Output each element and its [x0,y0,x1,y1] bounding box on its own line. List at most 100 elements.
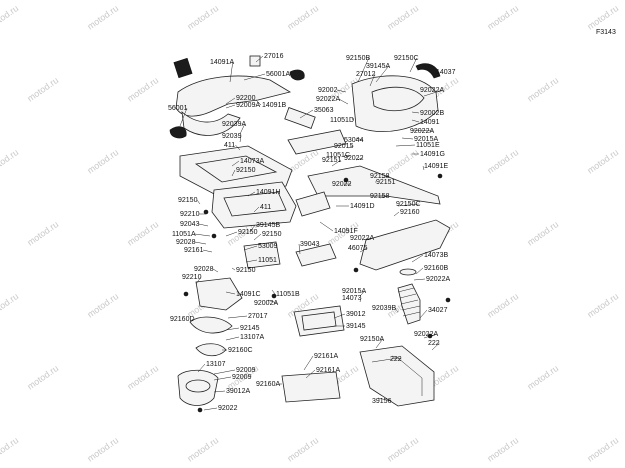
leader-line [415,267,424,275]
leader-line [355,137,364,141]
part-label: 92039A [222,121,246,128]
leader-line [305,369,316,379]
leader-line [409,57,418,73]
part-label: 53009 [258,243,278,250]
leader-line [198,223,209,227]
steering-cover-window [371,86,425,112]
part-label: 92150 [236,267,256,274]
bracket-shape [287,129,347,155]
oval-cover-shape [189,316,233,334]
part-label: 92151 [322,157,342,164]
part-label: 92022A [420,87,444,94]
leader-line [359,247,368,253]
leader-line [375,338,383,349]
part-label: 92022 [344,155,364,162]
leader-line [189,318,193,323]
part-label: 14091E [424,163,448,170]
leader-line [351,117,354,121]
leader-line [255,99,262,106]
part-label: 92015A [414,136,438,143]
leader-line [431,342,440,351]
leader-line [411,254,424,263]
part-label: 92009A [236,102,260,109]
part-label: 92039 [222,133,242,140]
leader-line [225,327,240,331]
leader-line [393,211,400,217]
part-label: 222 [390,356,402,363]
part-label: 11051E [416,142,440,149]
part-label: 92160C [228,347,253,354]
bellows-hose-shape [397,283,421,325]
bolts [183,173,451,413]
part-label: 222 [428,340,440,347]
leader-line [419,309,428,319]
watermark-text: motod.ru [185,3,220,32]
watermark-text: motod.ru [485,147,520,176]
mirror-left-shape [169,126,187,139]
watermark-text: motod.ru [585,435,620,464]
part-label: 92150C [394,55,419,62]
clip-shape [295,191,331,217]
part-label: 39145 [346,323,366,330]
watermark-text: motod.ru [85,147,120,176]
leader-line [369,73,376,87]
part-label: 92028 [176,239,196,246]
part-label: 14091A [210,59,234,66]
leader-line [359,290,365,297]
leader-line [196,199,201,205]
leader-line [355,157,364,161]
part-label: 14073 [342,295,362,302]
part-label: 92028 [194,266,214,273]
part-label: 39156 [372,398,392,405]
part-label: 11051 [258,257,277,264]
leader-line [299,109,314,119]
handle-grip-shape [415,63,441,79]
part-label: 27016 [264,53,284,60]
part-label: 92200 [236,95,256,102]
part-label: 92150 [178,197,198,204]
part-label: 11051D [330,117,354,124]
watermark-text: motod.ru [85,3,120,32]
part-label: 56001A [266,71,290,78]
watermark-text: motod.ru [385,3,420,32]
leader-line [423,333,437,339]
part-label: 92150A [360,336,384,343]
watermark-text: motod.ru [185,435,220,464]
leader-line [194,241,207,245]
watermark-text: motod.ru [0,435,20,464]
watermark-text: motod.ru [25,219,60,248]
leader-line [357,57,370,83]
decal-badge-shape [173,57,193,79]
leader-line [249,224,256,233]
leader-line [203,407,218,411]
part-label: 92160A [256,381,280,388]
leader-line [381,175,390,179]
leader-line [361,237,373,241]
hood-lower-shape [181,111,241,136]
leader-line [422,165,425,171]
leader-line [375,65,389,83]
watermark-text: motod.ru [0,291,20,320]
part-label: 411 [260,204,271,211]
part-label: 14037 [436,69,456,76]
leader-line [319,221,334,232]
watermark-text: motod.ru [85,435,120,464]
leader-line [235,144,241,151]
part-label: 14091H [256,189,281,196]
leader-line [247,191,256,197]
part-label: 92039B [372,305,396,312]
leader-line [413,278,426,281]
watermark-text: motod.ru [485,291,520,320]
watermark-text: motod.ru [485,3,520,32]
hood-nose-shape [175,75,292,117]
leader-line [239,123,246,135]
leader-line [227,315,248,319]
part-label: 11051C [326,152,350,159]
part-label: 92022A [410,128,434,135]
leader-line [212,268,219,273]
leader-line [379,195,390,199]
leader-line [229,61,234,83]
part-label: 34027 [428,307,448,314]
